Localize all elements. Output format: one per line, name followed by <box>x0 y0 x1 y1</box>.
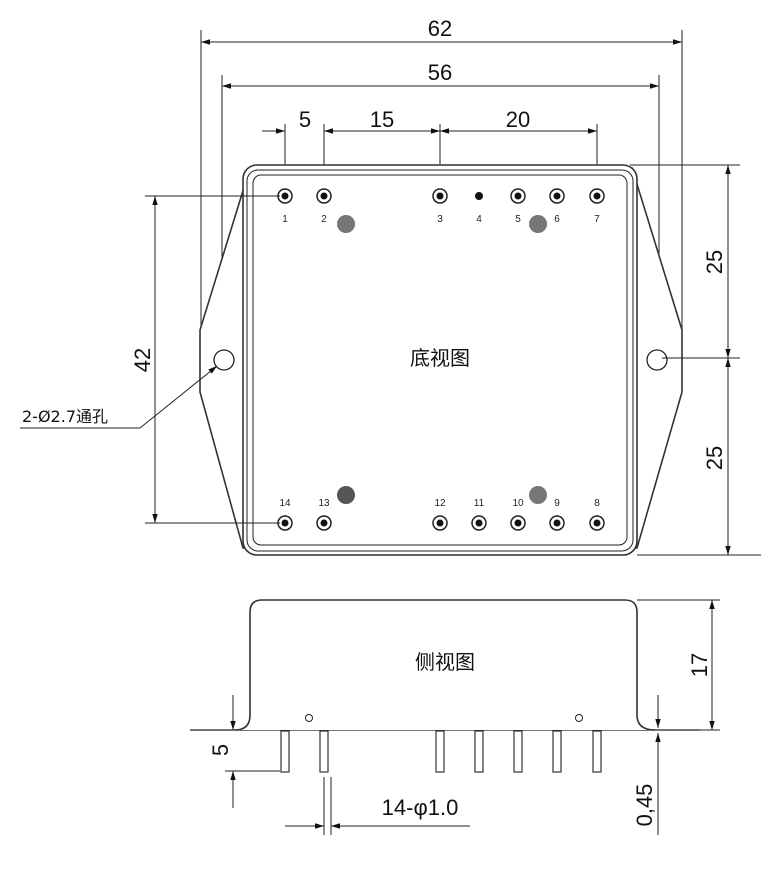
pin-label: 13 <box>318 498 330 509</box>
pin-label: 7 <box>594 214 600 225</box>
pin-dot <box>320 192 328 200</box>
pin: 4 <box>475 192 483 225</box>
pin-dot <box>436 192 444 200</box>
marker-dot <box>337 486 355 504</box>
svg-text:25: 25 <box>702 250 727 274</box>
side-pin <box>474 730 484 773</box>
dim-42: 42 <box>130 195 280 524</box>
pin: 10 <box>510 498 526 531</box>
svg-text:0,45: 0,45 <box>632 784 657 827</box>
pin: 9 <box>549 498 565 531</box>
marker-dot <box>337 215 355 233</box>
pin-dot <box>593 519 601 527</box>
pin-label: 10 <box>512 498 524 509</box>
pin: 13 <box>316 498 332 531</box>
pin: 7 <box>589 188 605 225</box>
mount-hole-note: 2-Ø2.7通孔 <box>20 365 218 429</box>
mount-hole-left <box>213 349 235 371</box>
svg-text:20: 20 <box>506 107 530 132</box>
pin-label: 12 <box>434 498 446 509</box>
side-marker <box>575 714 583 722</box>
pin: 5 <box>510 188 526 225</box>
pin-label: 8 <box>594 498 600 509</box>
svg-text:5: 5 <box>299 107 311 132</box>
side-pin <box>513 730 523 773</box>
pin-dot <box>320 519 328 527</box>
marker-dot <box>529 486 547 504</box>
pin-dot <box>593 192 601 200</box>
pin-dot <box>553 192 561 200</box>
pin-dot <box>281 192 289 200</box>
top-pin-row: 1 2 3 4 5 6 7 <box>277 188 605 225</box>
pin-dot <box>436 519 444 527</box>
pin-label: 5 <box>515 214 521 225</box>
mount-hole-right <box>646 349 668 371</box>
pin: 6 <box>549 188 565 225</box>
side-pin <box>319 730 329 773</box>
pin-label: 9 <box>554 498 560 509</box>
bottom-view-title: 底视图 <box>410 346 470 370</box>
pin-label: 4 <box>476 214 482 225</box>
svg-text:17: 17 <box>687 653 712 677</box>
marker-dot <box>529 215 547 233</box>
svg-text:2-Ø2.7通孔: 2-Ø2.7通孔 <box>22 407 108 426</box>
pin-dot <box>475 192 483 200</box>
svg-text:56: 56 <box>428 60 452 85</box>
pin: 11 <box>471 498 487 531</box>
pin-dot <box>514 519 522 527</box>
dim-flange: 0,45 <box>632 695 661 835</box>
pin-dot <box>475 519 483 527</box>
pin: 8 <box>589 498 605 531</box>
side-pin <box>435 730 445 773</box>
dim-25-25: 25 25 <box>630 164 761 556</box>
side-marker <box>305 714 313 722</box>
pin: 2 <box>316 188 332 225</box>
pin-dot <box>553 519 561 527</box>
side-pin <box>592 730 602 773</box>
dim-pin-length: 5 <box>208 695 280 808</box>
svg-text:14-φ1.0: 14-φ1.0 <box>382 795 459 820</box>
dim-62: 62 <box>200 16 683 360</box>
pin-label: 11 <box>474 498 485 509</box>
side-pins <box>280 730 602 773</box>
bottom-pin-row: 14 13 12 11 10 9 8 <box>277 498 605 531</box>
pin-dot <box>514 192 522 200</box>
side-pin <box>280 730 290 773</box>
pin-label: 6 <box>554 214 560 225</box>
side-view: 侧视图 <box>190 599 700 773</box>
svg-text:5: 5 <box>208 744 233 756</box>
pin-label: 2 <box>321 214 327 225</box>
side-pin <box>552 730 562 773</box>
pin-label: 1 <box>282 214 288 225</box>
svg-text:25: 25 <box>702 446 727 470</box>
dim-17: 17 <box>637 599 720 731</box>
pin: 1 <box>277 188 293 225</box>
pin: 3 <box>432 188 448 225</box>
svg-text:62: 62 <box>428 16 452 41</box>
pin-label: 14 <box>279 498 291 509</box>
svg-text:15: 15 <box>370 107 394 132</box>
dim-pin-diameter: 14-φ1.0 <box>285 777 470 835</box>
svg-text:42: 42 <box>130 348 155 372</box>
pin-label: 3 <box>437 214 443 225</box>
pin-dot <box>281 519 289 527</box>
side-view-title: 侧视图 <box>415 650 475 674</box>
pin: 12 <box>432 498 448 531</box>
